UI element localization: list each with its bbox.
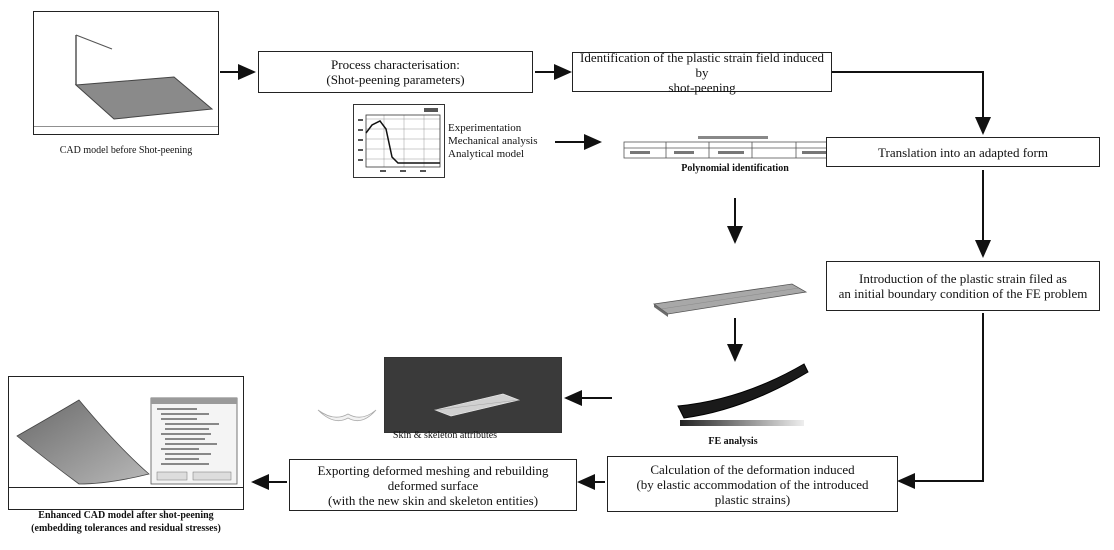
enhanced-cad-panel: Enhanced CAD model after shot-peening (e… [8, 376, 244, 534]
arrow-introduction-to-calculation [897, 313, 984, 489]
polynomial-table [622, 134, 842, 160]
meshed-plate-image [650, 282, 810, 318]
connector-arrows [220, 64, 991, 490]
fe-deformed-plate-image [672, 360, 812, 430]
cad-plate-image [34, 34, 218, 127]
enhanced-cad-caption: Enhanced CAD model after shot-peening (e… [31, 510, 221, 534]
calculation-box: Calculation of the deformation induced (… [607, 456, 898, 512]
methods-label: Experimentation Mechanical analysis Anal… [448, 122, 538, 160]
exporting-box: Exporting deformed meshing and rebuildin… [289, 459, 577, 511]
cad-before-panel: CAD model before Shot-peening [33, 11, 219, 156]
skin-outline-image [314, 400, 380, 430]
skin-skeleton-label: Skin & skeleton attributes [392, 430, 498, 441]
arrow-identification-to-translation [832, 71, 991, 135]
skeleton-viewport-image [384, 357, 562, 433]
introduction-box: Introduction of the plastic strain filed… [826, 261, 1100, 311]
strain-profile-graph [353, 104, 445, 178]
process-characterisation-box: Process characterisation: (Shot-peening … [258, 51, 533, 93]
cad-before-caption: CAD model before Shot-peening [59, 145, 193, 156]
fe-analysis-label: FE analysis [708, 436, 758, 447]
identification-box: Identification of the plastic strain fie… [572, 50, 832, 95]
translation-box: Translation into an adapted form [826, 137, 1100, 167]
enhanced-cad-image [9, 397, 243, 488]
polynomial-label: Polynomial identification [681, 163, 789, 174]
